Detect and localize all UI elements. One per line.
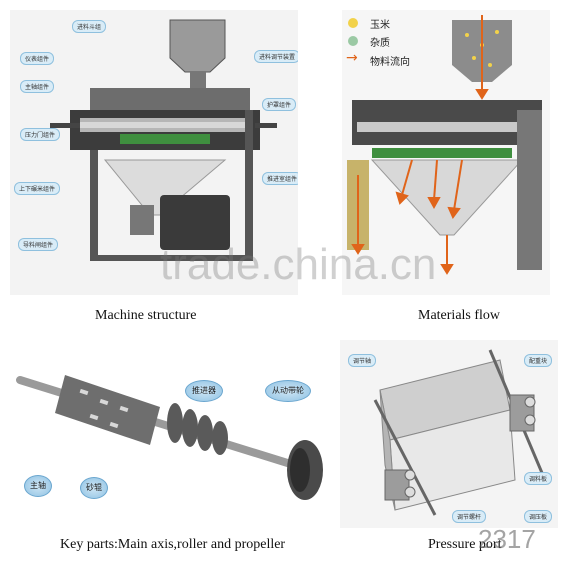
callout-up-down-chamber: 上下碾米组件 [14,182,61,195]
watermark-trade-china: trade.china.cn [160,240,437,289]
callout-pressure-door: 压力门组件 [20,128,61,141]
caption-machine-structure: Machine structure [95,308,197,323]
legend-impurity-icon [348,36,358,46]
watermark-number: 2317 [478,524,536,554]
materials-flow-drawing [342,10,550,295]
caption-materials-flow: Materials flow [418,308,501,323]
machine-structure-drawing [10,10,298,295]
caption-key-parts: Key parts:Main axis,roller and propeller [60,537,286,552]
callout-spindle: 主轴组件 [20,80,55,93]
callout-press-plate: 调压板 [524,510,553,523]
legend-flow-arrow-icon: → [346,50,358,66]
legend-corn-label: 玉米 [370,20,390,31]
pressure-port-drawing [340,340,558,528]
legend-impurity-label: 杂质 [370,38,390,49]
machine-structure-panel: 进料斗组 仪表组件 主轴组件 压力门组件 上下碾米组件 导料闸组件 进料调节装置… [10,10,298,295]
callout-hopper: 进料斗组 [72,20,107,33]
callout-main-shaft: 主轴 [24,475,52,497]
callout-adjust-shaft: 调节轴 [348,354,377,367]
callout-guard: 护罩组件 [262,98,297,111]
callout-roller: 砂辊 [80,477,108,499]
caption-pressure-port: Pressure port [428,537,502,552]
key-parts-drawing [10,345,330,525]
callout-propeller: 推进器 [185,380,223,402]
legend-flow-label: 物料流向 [370,57,410,68]
key-parts-panel: 主轴 砂辊 推进器 从动带轮 [10,345,330,525]
materials-flow-panel: 玉米 杂质 → 物料流向 [342,10,550,295]
callout-feed-adjust: 进料调节装置 [254,50,298,63]
callout-counterweight: 配重块 [524,354,553,367]
callout-pulley: 从动带轮 [265,380,311,402]
callout-guide-plate: 调料板 [524,472,553,485]
callout-meter: 仪表组件 [20,52,55,65]
pressure-port-panel: 调节轴 配重块 调料板 调节螺杆 调压板 [340,340,558,528]
callout-adjust-screw: 调节螺杆 [452,510,487,523]
callout-discharge: 导料闸组件 [18,238,59,251]
legend-corn-icon [348,18,358,28]
callout-screen: 推进室组件 [262,172,298,185]
